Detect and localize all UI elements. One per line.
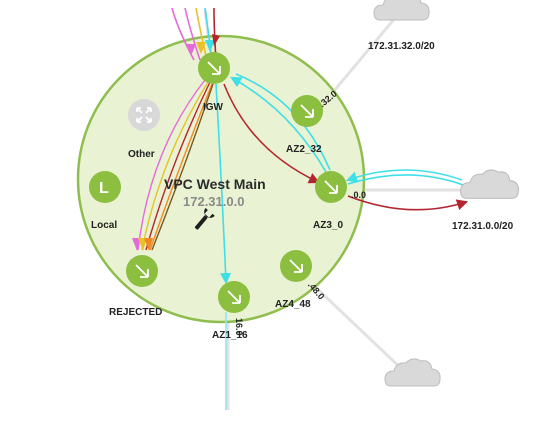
node-az4[interactable]: AZ4_48 [275, 250, 312, 310]
network-hub-icon [136, 107, 152, 123]
cloud-icon[interactable] [373, 0, 430, 21]
router-icon [207, 61, 221, 75]
az3-external-flows [345, 169, 469, 211]
external-cidr-top: 172.31.32.0/20 [368, 41, 435, 52]
local-l-icon: L [99, 180, 109, 197]
edge-label-az3: .0.0 [351, 190, 366, 200]
router-icon [135, 264, 149, 278]
vpc-cidr: 172.31.0.0 [183, 194, 244, 209]
router-icon [227, 290, 241, 304]
node-az3-label: AZ3_0 [313, 220, 343, 231]
node-local[interactable]: L Local [89, 171, 121, 231]
node-az2[interactable]: AZ2_32 [286, 95, 323, 155]
node-az3[interactable]: AZ3_0 [313, 171, 347, 231]
edge-label-az1: 16.0 [234, 318, 244, 336]
node-az1-label: AZ1_16 [212, 330, 248, 341]
node-rejected-label: REJECTED [109, 307, 162, 318]
igw-az1-flow [215, 83, 232, 410]
router-icon [289, 259, 303, 273]
vpc-title: VPC West Main [164, 176, 266, 192]
router-icon [300, 104, 314, 118]
rejected-arrowheads [132, 238, 153, 251]
node-igw[interactable]: IGW [198, 52, 230, 113]
node-other-label: Other [128, 149, 155, 160]
wrench-icon[interactable] [191, 208, 215, 233]
node-local-label: Local [91, 220, 117, 231]
node-az4-label: AZ4_48 [275, 299, 311, 310]
node-igw-label: IGW [203, 102, 224, 113]
cloud-icon[interactable] [460, 169, 519, 199]
igw-to-rejected-flows [137, 79, 214, 251]
inbound-arrowheads [186, 34, 220, 56]
node-az2-label: AZ2_32 [286, 144, 322, 155]
node-az1[interactable]: AZ1_16 [212, 281, 250, 341]
router-icon [324, 180, 338, 194]
external-cidr-right: 172.31.0.0/20 [452, 221, 514, 232]
cloud-icon[interactable] [384, 358, 441, 387]
node-rejected[interactable]: REJECTED [109, 255, 162, 318]
node-other[interactable]: Other [128, 99, 160, 160]
